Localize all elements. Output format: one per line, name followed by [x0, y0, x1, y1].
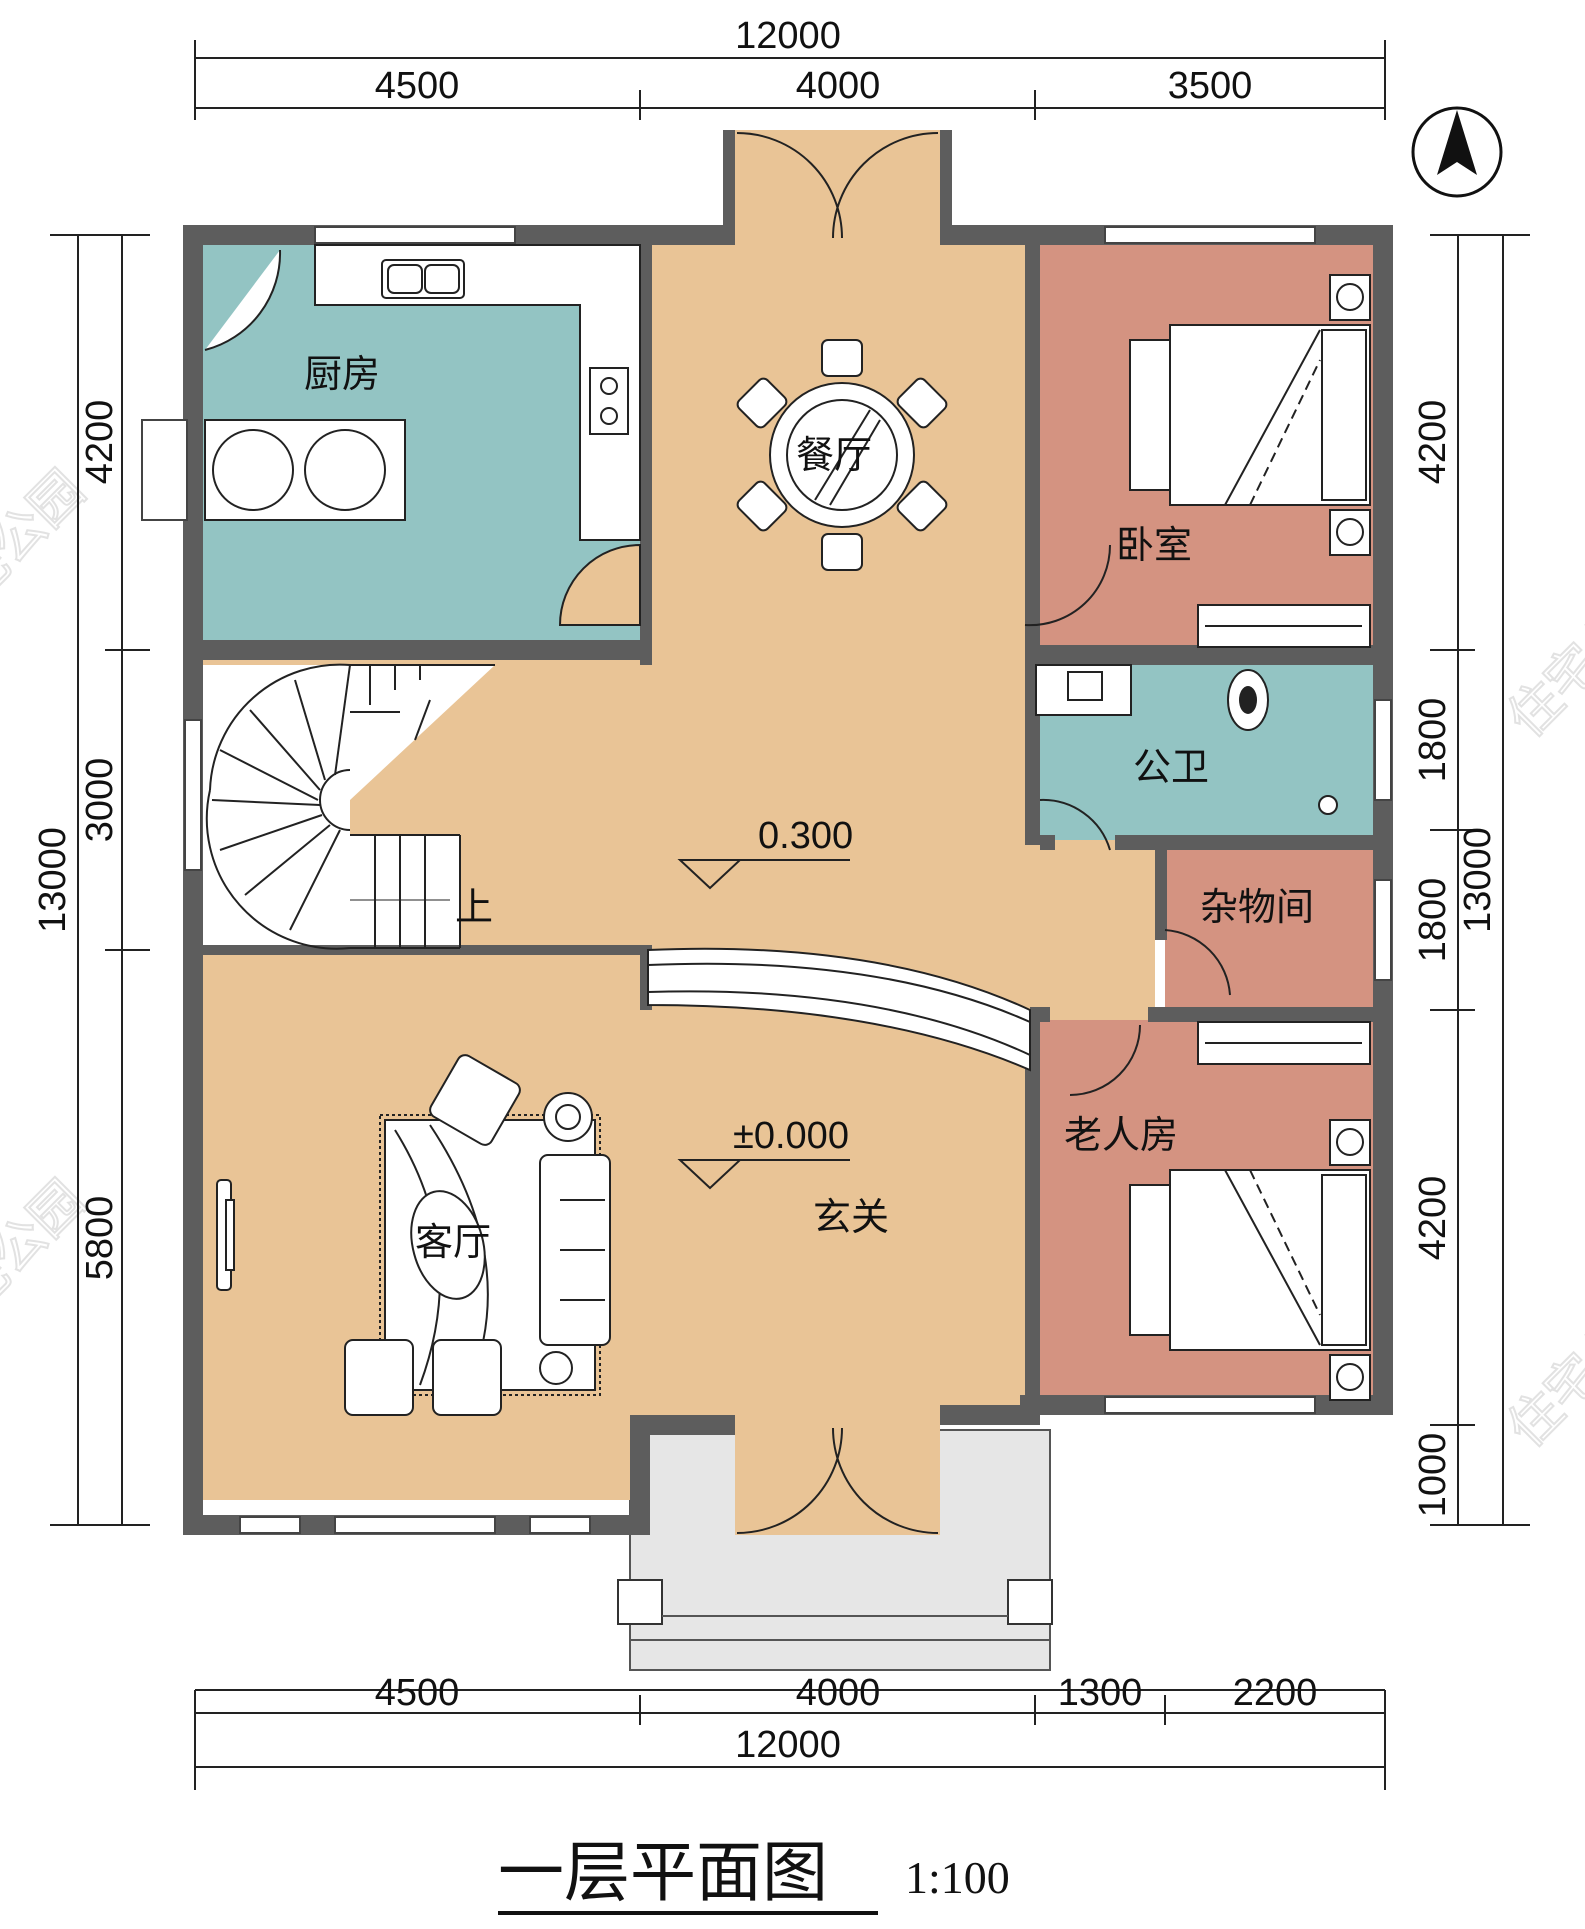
- watermark: 住宅公园: [1497, 1270, 1585, 1460]
- stairs-up-label: 上: [455, 885, 493, 929]
- staircase: [205, 663, 495, 950]
- dim-left-3: 5800: [79, 1196, 121, 1281]
- level-upper: 0.300: [758, 815, 853, 857]
- room-label-bedroom: 卧室: [1116, 523, 1192, 567]
- watermark: 住宅公园: [0, 460, 96, 650]
- dim-left-2: 3000: [79, 758, 121, 843]
- dim-top-2: 4000: [796, 65, 881, 107]
- room-label-public-bath: 公卫: [1133, 745, 1209, 789]
- room-label-elder-room: 老人房: [1064, 1113, 1178, 1157]
- dim-right-total: 13000: [1457, 827, 1499, 933]
- elder-room-furniture: [1129, 1021, 1371, 1401]
- room-labels: 厨房 餐厅 卧室 公卫 杂物间 老人房 客厅 玄关 上: [304, 352, 1314, 1264]
- dimension-texts: 12000 4500 4000 3500 4500 4000 1300 2200…: [32, 15, 1499, 1766]
- dim-left-total: 13000: [32, 827, 74, 933]
- plan-title: 一层平面图: [498, 1834, 828, 1911]
- dim-bottom-1: 4500: [375, 1672, 460, 1714]
- level-lower: ±0.000: [733, 1115, 849, 1157]
- dim-right-1: 4200: [1412, 400, 1454, 485]
- watermark: 住宅公园: [1497, 560, 1585, 750]
- dining-table: [736, 339, 948, 571]
- dim-right-4: 4200: [1412, 1176, 1454, 1261]
- room-label-storage: 杂物间: [1200, 885, 1314, 929]
- dim-bottom-3: 1300: [1058, 1672, 1143, 1714]
- dim-top-3: 3500: [1168, 65, 1253, 107]
- plan-title-block: 一层平面图 1:100: [498, 1834, 1010, 1915]
- room-label-foyer: 玄关: [813, 1195, 889, 1239]
- curved-passage: [647, 947, 1031, 1072]
- dim-right-3: 1800: [1412, 878, 1454, 963]
- kitchen-furniture: [204, 244, 641, 541]
- doors: [204, 132, 1231, 1534]
- storage-floor: [1165, 840, 1375, 1010]
- room-label-living: 客厅: [415, 1220, 491, 1264]
- living-furniture: [216, 1054, 611, 1416]
- dim-top-1: 4500: [375, 65, 460, 107]
- dim-left-1: 4200: [79, 400, 121, 485]
- plan-scale: 1:100: [905, 1852, 1010, 1903]
- bath-fixtures: [1035, 664, 1338, 815]
- bedroom-furniture: [1129, 274, 1371, 648]
- dim-right-5: 1000: [1412, 1433, 1454, 1518]
- dim-bottom-total: 12000: [735, 1724, 841, 1766]
- windows: [141, 226, 1392, 1534]
- dim-bottom-2: 4000: [796, 1672, 881, 1714]
- room-label-kitchen: 厨房: [304, 352, 380, 396]
- level-marks: 0.300 ±0.000: [677, 815, 853, 1190]
- dim-bottom-4: 2200: [1233, 1672, 1318, 1714]
- dimension-lines: [50, 40, 1530, 1790]
- room-label-dining: 餐厅: [796, 433, 872, 477]
- dim-right-2: 1800: [1412, 698, 1454, 783]
- north-arrow-icon: [1411, 106, 1503, 198]
- dim-top-total: 12000: [735, 15, 841, 57]
